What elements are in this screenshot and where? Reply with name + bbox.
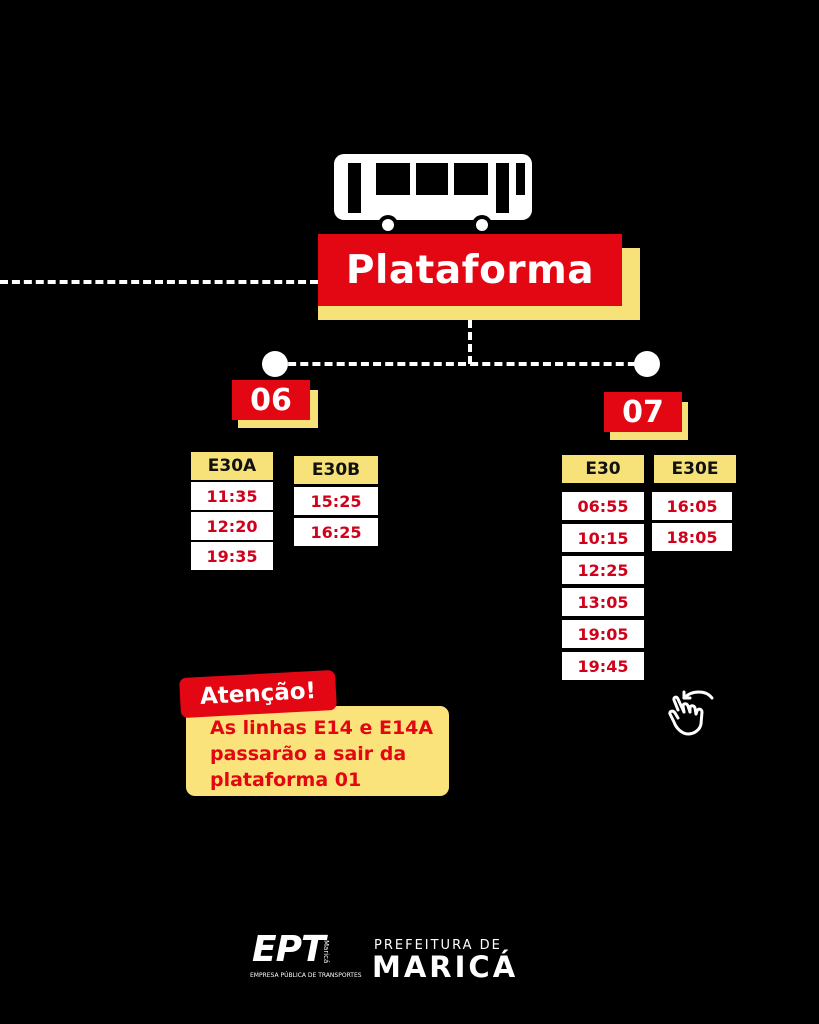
ept-logo-subtitle: EMPRESA PÚBLICA DE TRANSPORTES xyxy=(250,972,362,979)
connector-down-line xyxy=(468,320,472,364)
notice-line-1: As linhas E14 e E14A xyxy=(210,717,434,739)
time-cell: 19:45 xyxy=(562,652,644,680)
branch-node-left xyxy=(262,351,288,377)
platform-06-label: 06 xyxy=(232,380,310,420)
time-cell: 10:15 xyxy=(562,524,644,552)
branch-node-right xyxy=(634,351,660,377)
time-cell: 19:05 xyxy=(562,620,644,648)
line-header-e30a: E30A xyxy=(191,452,273,480)
ept-logo: EPT Maricá EMPRESA PÚBLICA DE TRANSPORTE… xyxy=(250,929,362,984)
ept-logo-side: Maricá xyxy=(322,940,330,964)
line-header-e30: E30 xyxy=(562,455,644,483)
line-header-e30b: E30B xyxy=(294,456,378,484)
time-cell: 16:25 xyxy=(294,518,378,546)
time-cell: 12:20 xyxy=(191,512,273,540)
time-cell: 16:05 xyxy=(652,492,732,520)
notice-line-2: passarão a sair da xyxy=(210,743,407,765)
prefeitura-line-2: MARICÁ xyxy=(372,950,519,984)
notice-box: As linhas E14 e E14A passarão a sair da … xyxy=(186,706,449,796)
time-cell: 12:25 xyxy=(562,556,644,584)
swipe-hand-icon xyxy=(664,688,720,738)
platform-07-label: 07 xyxy=(604,392,682,432)
ept-logo-text: EPT xyxy=(252,929,326,970)
notice-line-3: plataforma 01 xyxy=(210,769,362,791)
time-cell: 15:25 xyxy=(294,487,378,515)
page-title: Plataforma xyxy=(318,234,622,306)
line-header-e30e: E30E xyxy=(654,455,736,483)
connector-branch-line xyxy=(276,362,648,366)
notice-label: Atenção! xyxy=(179,669,337,719)
prefeitura-line-1: PREFEITURA DE xyxy=(374,938,502,953)
time-cell: 18:05 xyxy=(652,523,732,551)
time-cell: 06:55 xyxy=(562,492,644,520)
time-cell: 13:05 xyxy=(562,588,644,616)
connector-left-line xyxy=(0,280,318,284)
time-cell: 11:35 xyxy=(191,482,273,510)
bus-icon xyxy=(330,150,540,238)
time-cell: 19:35 xyxy=(191,542,273,570)
